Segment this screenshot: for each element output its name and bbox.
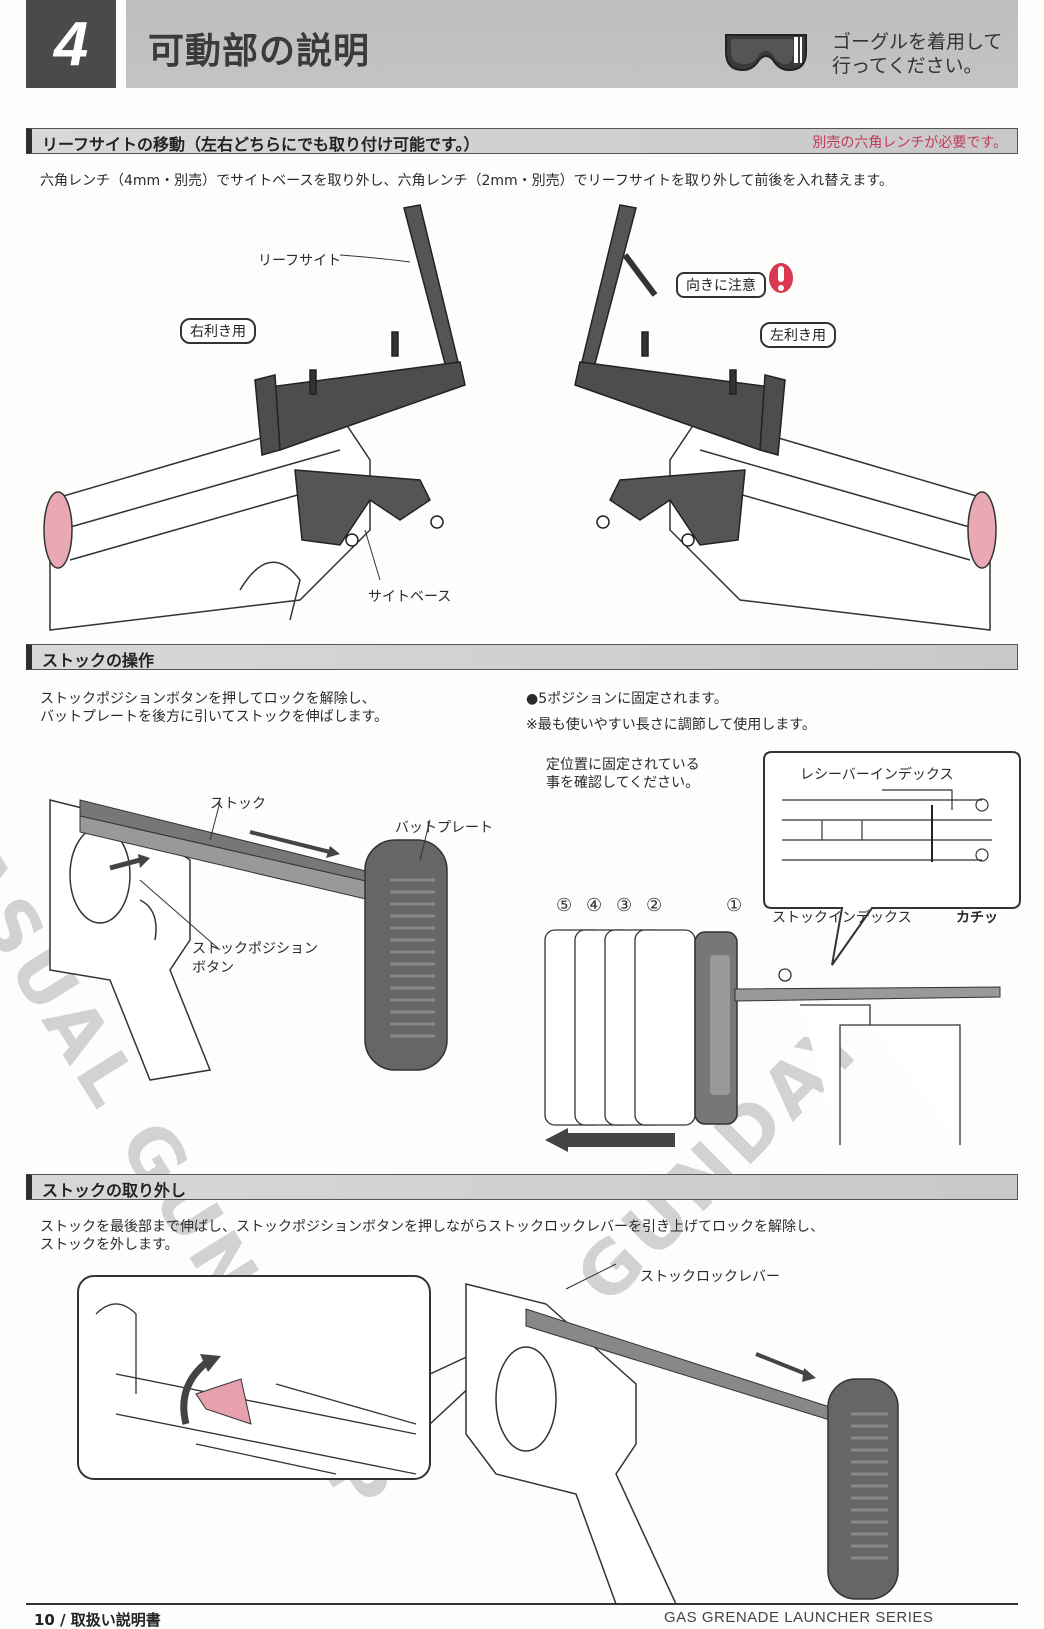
position-5: ⑤ (556, 895, 573, 916)
stock-adjust-note: ※最も使いやすい長さに調節して使用します。 (526, 717, 816, 733)
stock-positions-bullet: ●5ポジションに固定されます。 (526, 691, 728, 707)
goggle-notice-line2: 行ってください。 (832, 55, 983, 77)
right-leaf-sight-drawing (574, 204, 786, 547)
stock-extension-illustration (49, 799, 448, 1081)
label-leaf-sight: リーフサイト (258, 253, 342, 269)
label-stock: ストック (210, 796, 266, 812)
stock-position-numbers: ⑤ ④ ③ ② ① (556, 895, 742, 916)
stock-operation-instructions: ストックポジションボタンを押してロックを解除し、 バットプレートを後方に引いてス… (40, 690, 388, 726)
label-stock-lock-lever: ストックロックレバー (640, 1269, 780, 1285)
label-stock-index: ストックインデックス (772, 910, 912, 926)
safety-goggles-icon (725, 34, 807, 72)
leaf-sight-illustration (43, 204, 997, 631)
instruction-line2: ストックを外します。 (40, 1237, 179, 1253)
section-header-leaf-sight: リーフサイトの移動（左右どちらにでも取り付け可能です。） 別売の六角レンチが必要… (26, 128, 1018, 154)
instruction-line2: バットプレートを後方に引いてストックを伸ばします。 (40, 709, 389, 725)
confirm-line1: 定位置に固定されている (546, 757, 700, 773)
leaf-sight-instructions: 六角レンチ（4mm・別売）でサイトベースを取り外し、六角レンチ（2mm・別売）で… (40, 173, 894, 189)
goggle-notice: ゴーグルを着用して 行ってください。 (832, 30, 1002, 78)
chapter-number: 4 (26, 0, 116, 88)
section-note: 別売の六角レンチが必要です。 (812, 135, 1007, 151)
confirm-line2: 事を確認してください。 (546, 775, 700, 791)
label-line2: ボタン (192, 960, 234, 976)
page-number: 10 / 取扱い説明書 (34, 1611, 161, 1629)
goggle-notice-line1: ゴーグルを着用して (832, 31, 1003, 53)
position-3: ③ (616, 895, 633, 916)
exclamation-icon (767, 261, 795, 295)
label-right-handed: 右利き用 (180, 318, 256, 344)
section-title: ストックの取り外し (42, 1181, 187, 1200)
label-left-handed: 左利き用 (760, 322, 836, 348)
label-butt-plate: バットプレート (395, 820, 493, 836)
stock-removal-instructions: ストックを最後部まで伸ばし、ストックポジションボタンを押しながらストックロックレ… (40, 1218, 824, 1254)
section-title: リーフサイトの移動（左右どちらにでも取り付け可能です。） (42, 135, 480, 154)
confirm-position-note: 定位置に固定されている 事を確認してください。 (546, 756, 700, 792)
position-1: ① (726, 895, 743, 916)
position-4: ④ (586, 895, 603, 916)
label-line1: ストックポジション (192, 941, 318, 957)
instruction-line1: ストックを最後部まで伸ばし、ストックポジションボタンを押しながらストックロックレ… (40, 1219, 824, 1235)
chapter-header-bar (126, 0, 1018, 88)
stock-lock-lever-detail (77, 1263, 899, 1605)
series-name: GAS GRENADE LAUNCHER SERIES (664, 1609, 934, 1626)
label-sight-base: サイトベース (368, 589, 452, 605)
index-detail-callout (763, 751, 1021, 966)
footer-divider (26, 1603, 1018, 1605)
section-title: ストックの操作 (42, 651, 155, 670)
section-header-stock-removal: ストックの取り外し (26, 1174, 1018, 1200)
chapter-title: 可動部の説明 (148, 31, 371, 72)
label-receiver-index: レシーバーインデックス (800, 767, 954, 783)
position-2: ② (646, 895, 663, 916)
stock-positions-diagram (544, 929, 1001, 1152)
right-receiver-drawing (669, 414, 997, 631)
section-header-stock-operation: ストックの操作 (26, 644, 1018, 670)
label-stock-position-button: ストックポジション ボタン (192, 940, 318, 978)
instruction-line1: ストックポジションボタンを押してロックを解除し、 (40, 691, 376, 707)
label-caution-orientation: 向きに注意 (676, 272, 766, 298)
left-leaf-sight-drawing (254, 204, 466, 547)
label-click-sound: カチッ (956, 910, 998, 926)
